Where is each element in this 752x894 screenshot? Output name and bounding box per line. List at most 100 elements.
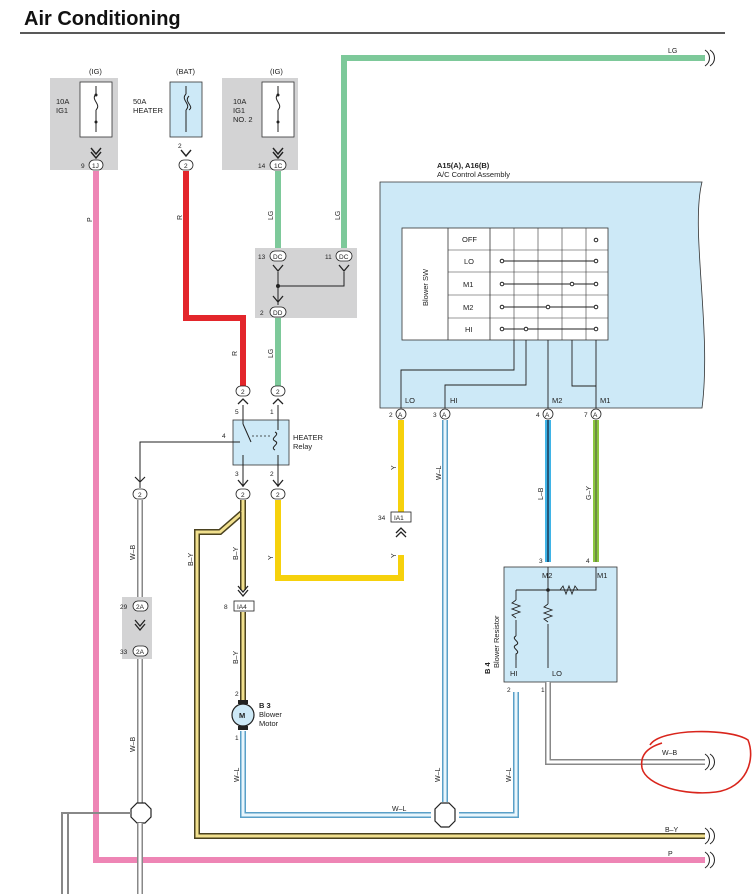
fuse-heater-connector: 2	[184, 163, 188, 170]
wire-p-label: P	[87, 217, 94, 222]
fuse-ig1-supply: (IG)	[89, 67, 102, 76]
fuse-heater-name: HEATER	[133, 106, 163, 115]
connector-ia4-label: IA4	[237, 604, 247, 611]
left-connector-pin: 2	[138, 492, 142, 499]
connector-2a-bottom: 2A	[136, 649, 145, 656]
page-title: Air Conditioning	[24, 8, 181, 30]
wire-wl-mid-label: W–L	[435, 768, 442, 783]
blower-motor-name: Blower	[259, 710, 282, 719]
fuse-ig1-rating: 10A	[56, 97, 69, 106]
splice-center	[434, 802, 456, 828]
wire-wl-motor-label: W–L	[234, 768, 241, 783]
junction-dc-right-pin: 11	[325, 254, 332, 261]
blower-resistor: 3 4 M2 M1 HI LO B 4 Blower Resistor 2 1	[483, 558, 618, 694]
junction-dc-right-connector: DC	[339, 254, 349, 261]
wire-lg-top-label: LG	[668, 48, 677, 55]
ac-control-id: A15(A), A16(B)	[437, 161, 490, 170]
relay-conn-top-right: 2	[276, 389, 280, 396]
fuse-ig1: (IG) 10A IG1 9 1J	[50, 67, 118, 171]
fuse-heater: (BAT) 50A HEATER 2 2	[133, 67, 203, 171]
fuse-ig1-name: IG1	[56, 106, 68, 115]
relay-pin-2: 2	[270, 471, 274, 478]
wire-lg-left-label: LG	[335, 211, 342, 220]
blower-motor-pin-top: 2	[235, 691, 239, 698]
fuse-ig1-connector: 1J	[92, 163, 99, 170]
ac-control-name: A/C Control Assembly	[437, 170, 510, 179]
ctrl-terminal-lo-pin: 2	[389, 412, 393, 419]
connector-ia4-pin: 8	[224, 604, 228, 611]
resistor-terminal-m1: M1	[597, 571, 607, 580]
relay-pin-1: 1	[270, 409, 274, 416]
fuse-ig1-no2-rating: 10A	[233, 97, 246, 106]
fuse-heater-rating: 50A	[133, 97, 146, 106]
wire-by-low-label: B–Y	[233, 650, 240, 664]
wire-p-right-label: P	[668, 851, 673, 858]
left-conn-arrow	[134, 476, 146, 483]
wire-lg-mid-label: LG	[268, 211, 275, 220]
relay-conn-top-left: 2	[241, 389, 245, 396]
ctrl-terminal-hi-conn: A	[442, 412, 447, 419]
blower-resistor-name: Blower Resistor	[492, 615, 501, 668]
wire-wb-res	[545, 682, 705, 765]
junction-dd-connector: DD	[273, 310, 283, 317]
wire-by-right-label: B–Y	[665, 827, 679, 834]
wire-wl-ctrl-label: W–L	[436, 466, 443, 481]
connector-ia1: IA1 34	[378, 511, 412, 538]
connector-2a-top: 2A	[136, 604, 145, 611]
wire-lg-low-label: LG	[268, 349, 275, 358]
junction-dc-left-pin: 13	[258, 254, 266, 261]
switch-pos-lo: LO	[464, 257, 474, 266]
wire-lb-label: L–B	[538, 487, 545, 500]
fuse-ig1-no2-number: NO. 2	[233, 115, 253, 124]
fuse-ig1-no2: (IG) 10A IG1 NO. 2 14 1C	[222, 67, 298, 171]
splice-left	[130, 802, 152, 824]
relay-name: HEATER	[293, 433, 323, 442]
annotation-circle	[640, 730, 752, 794]
wire-lg-top	[341, 55, 705, 252]
blower-resistor-id: B 4	[483, 662, 492, 675]
wire-r-low-label: R	[232, 351, 239, 356]
relay-pin-4: 4	[222, 433, 226, 440]
wire-p-break	[704, 851, 715, 869]
ctrl-terminal-hi-label: HI	[450, 396, 458, 405]
ctrl-terminal-m2-conn: A	[545, 412, 550, 419]
wire-y-relay-label: Y	[268, 555, 275, 560]
wire-wl-bottom-label: W–L	[392, 806, 407, 813]
ctrl-terminal-m1-pin: 7	[584, 412, 588, 419]
connector-2a: 2A 29 2A 33	[120, 597, 152, 659]
switch-pos-m1: M1	[463, 280, 473, 289]
wire-wb-low-label: W–B	[130, 737, 137, 753]
relay-pin-5: 5	[235, 409, 239, 416]
fuse-ig1-no2-supply: (IG)	[270, 67, 283, 76]
relay-pin-3: 3	[235, 471, 239, 478]
wire-wb-bottom-left	[61, 812, 131, 894]
junction-dc-left-connector: DC	[273, 254, 283, 261]
wire-gy-label: G–Y	[586, 486, 593, 500]
heater-relay: 5 1 4 3 2 HEATER Relay 2 2	[139, 405, 323, 500]
wire-r	[183, 171, 246, 386]
ctrl-terminal-hi-pin: 3	[433, 412, 437, 419]
switch-pos-off: OFF	[462, 235, 477, 244]
relay-top-connectors: 2 2	[235, 385, 286, 405]
ctrl-terminal-lo-label: LO	[405, 396, 415, 405]
ac-control-assembly: A15(A), A16(B) A/C Control Assembly Blow…	[379, 161, 706, 420]
fuse-ig1-no2-connector: 1C	[274, 163, 283, 170]
wire-r-top-label: R	[177, 215, 184, 220]
switch-pos-hi: HI	[465, 325, 473, 334]
blower-motor-label: Motor	[259, 719, 279, 728]
ctrl-terminal-lo-conn: A	[398, 412, 403, 419]
connector-2a-bottom-pin: 33	[120, 649, 128, 656]
blower-motor-symbol: M	[239, 711, 245, 720]
wire-wl-res	[459, 692, 519, 818]
resistor-terminal-hi: HI	[510, 669, 518, 678]
wire-wl-res-label: W–L	[506, 768, 513, 783]
resistor-pin-3: 3	[539, 558, 543, 565]
junction-dc: DC 13 DC 11 DD 2	[255, 248, 357, 318]
blower-motor: 2 M 1 B 3 Blower Motor	[231, 691, 282, 742]
fuse-ig1-pin: 9	[81, 163, 85, 170]
switch-pos-m2: M2	[463, 303, 473, 312]
blower-switch-label: Blower SW	[421, 268, 430, 306]
wire-by-break	[704, 827, 715, 845]
relay-label: Relay	[293, 442, 312, 451]
